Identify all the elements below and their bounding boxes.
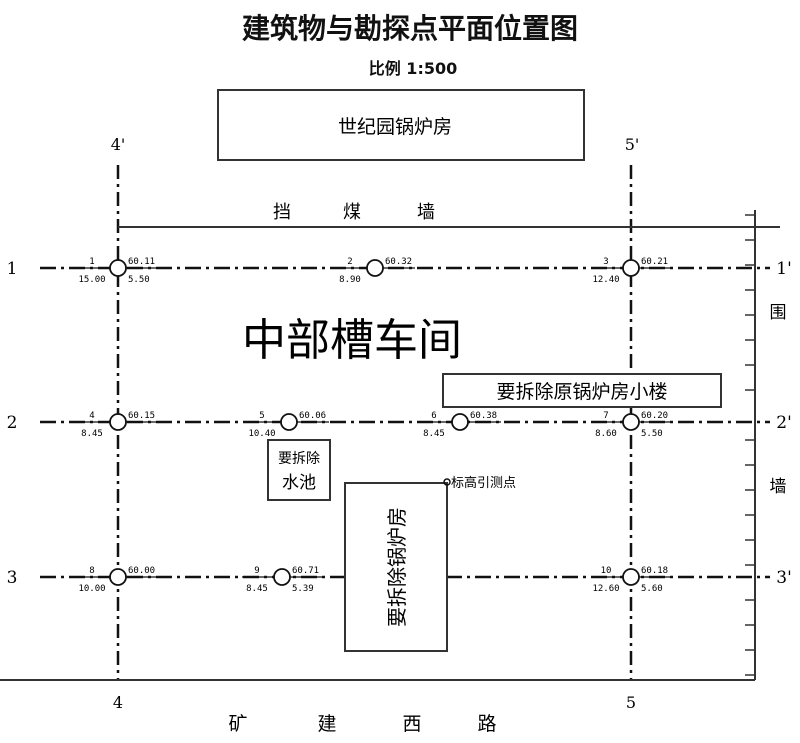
borehole-depth: 8.60 xyxy=(595,429,617,439)
borehole-id: 10 xyxy=(601,566,612,576)
road-char-3: 西 xyxy=(402,713,421,735)
borehole-id: 3 xyxy=(603,257,608,267)
borehole-depth: 12.60 xyxy=(592,584,619,594)
borehole-elev: 60.00 xyxy=(128,566,155,576)
side-wall-char-1: 围 xyxy=(770,303,787,323)
col-label-bottom-5: 5 xyxy=(626,693,636,712)
borehole-elev: 60.71 xyxy=(292,566,319,576)
benchmark-marker xyxy=(443,478,451,486)
side-wall-char-2: 墙 xyxy=(770,477,787,497)
borehole-id: 7 xyxy=(603,411,608,421)
borehole-elev: 60.32 xyxy=(385,257,412,267)
borehole-marker xyxy=(622,413,640,431)
borehole-depth: 10.00 xyxy=(78,584,105,594)
borehole-water: 5.50 xyxy=(641,429,663,439)
col-label-top-5: 5' xyxy=(625,135,640,154)
col-label-top-4: 4' xyxy=(111,135,126,154)
borehole-elev: 60.38 xyxy=(470,411,497,421)
row-label-right-2: 2' xyxy=(776,413,792,433)
pool-box xyxy=(267,439,331,501)
borehole-5: 5 10.40 60.06 xyxy=(248,411,329,439)
borehole-7: 7 8.60 60.20 5.50 xyxy=(591,411,672,439)
road-char-4: 路 xyxy=(477,713,496,735)
borehole-id: 1 xyxy=(89,257,94,267)
pool-label-line1: 要拆除 xyxy=(278,451,320,467)
borehole-water: 5.39 xyxy=(292,584,314,594)
borehole-id: 4 xyxy=(89,411,94,421)
borehole-4: 4 8.45 60.15 xyxy=(78,411,158,439)
borehole-id: 6 xyxy=(431,411,436,421)
borehole-marker xyxy=(109,259,127,277)
col-label-bottom-4: 4 xyxy=(113,693,123,712)
borehole-marker xyxy=(622,259,640,277)
borehole-10: 10 12.60 60.18 5.60 xyxy=(591,566,672,594)
borehole-depth: 8.45 xyxy=(423,429,445,439)
boiler-vertical-label: 要拆除锅炉房 xyxy=(385,507,409,627)
old-boiler-building-label: 要拆除原锅炉房小楼 xyxy=(496,381,667,403)
borehole-depth: 15.00 xyxy=(78,275,105,285)
scale-label: 比例 1:500 xyxy=(369,59,458,78)
borehole-id: 5 xyxy=(259,411,264,421)
borehole-marker xyxy=(109,413,127,431)
road-char-1: 矿 xyxy=(228,713,247,735)
diagram-title: 建筑物与勘探点平面位置图 xyxy=(242,12,578,45)
borehole-3: 3 12.40 60.21 xyxy=(591,257,672,285)
benchmark-label: 标高引测点 xyxy=(451,475,516,491)
borehole-depth: 8.90 xyxy=(339,275,361,285)
borehole-depth: 8.45 xyxy=(246,584,268,594)
borehole-water: 5.50 xyxy=(128,275,150,285)
borehole-9: 9 8.45 60.71 5.39 xyxy=(242,566,323,594)
borehole-marker xyxy=(366,259,384,277)
borehole-elev: 60.06 xyxy=(299,411,326,421)
coal-wall-char-3: 墙 xyxy=(417,202,435,223)
borehole-id: 9 xyxy=(254,566,259,576)
boiler-vertical-box xyxy=(344,482,448,652)
coal-wall-char-2: 煤 xyxy=(343,202,361,223)
borehole-marker xyxy=(109,568,127,586)
borehole-marker xyxy=(451,413,469,431)
pool-label-line2: 水池 xyxy=(282,473,316,493)
borehole-id: 2 xyxy=(347,257,352,267)
borehole-2: 2 8.90 60.32 xyxy=(334,257,415,285)
borehole-6: 6 8.45 60.38 xyxy=(420,411,501,439)
borehole-8: 8 10.00 60.00 xyxy=(78,566,158,594)
borehole-elev: 60.21 xyxy=(641,257,668,267)
side-wall-ticks xyxy=(745,214,755,676)
boiler-house-top-box xyxy=(217,89,585,161)
row-label-left-2: 2 xyxy=(7,413,18,433)
borehole-elev: 60.15 xyxy=(128,411,155,421)
road-char-2: 建 xyxy=(317,713,336,735)
row-label-right-3: 3' xyxy=(776,568,792,588)
borehole-elev: 60.11 xyxy=(128,257,155,267)
borehole-depth: 8.45 xyxy=(81,429,103,439)
row-label-right-1: 1' xyxy=(776,259,792,279)
main-workshop-label: 中部槽车间 xyxy=(242,315,462,366)
row-label-left-3: 3 xyxy=(7,568,18,588)
borehole-1: 1 15.00 60.11 5.50 xyxy=(78,257,158,285)
borehole-depth: 12.40 xyxy=(592,275,619,285)
old-boiler-building-box xyxy=(442,373,722,408)
borehole-water: 5.60 xyxy=(641,584,663,594)
borehole-marker xyxy=(280,413,298,431)
borehole-id: 8 xyxy=(89,566,94,576)
borehole-elev: 60.20 xyxy=(641,411,668,421)
borehole-elev: 60.18 xyxy=(641,566,668,576)
borehole-depth: 10.40 xyxy=(248,429,275,439)
row-label-left-1: 1 xyxy=(7,259,18,279)
boiler-house-top-label: 世纪园锅炉房 xyxy=(338,116,452,138)
borehole-marker xyxy=(273,568,291,586)
coal-wall-char-1: 挡 xyxy=(273,202,291,223)
borehole-marker xyxy=(622,568,640,586)
